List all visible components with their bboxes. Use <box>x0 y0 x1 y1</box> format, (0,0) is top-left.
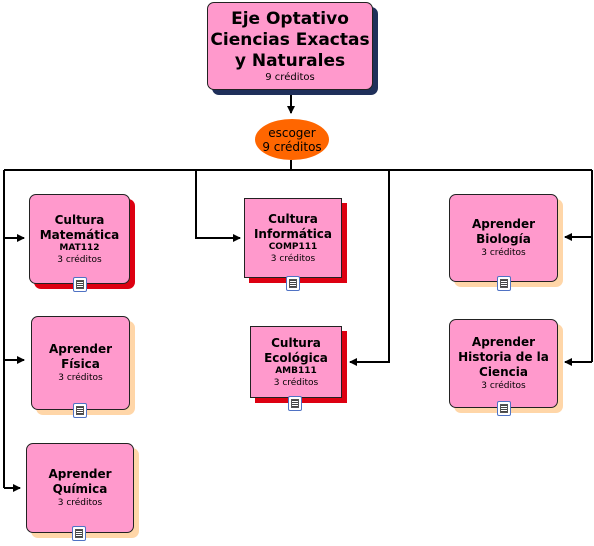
document-icon[interactable] <box>72 526 86 541</box>
document-icon[interactable] <box>288 396 302 411</box>
root-credits: 9 créditos <box>265 71 315 83</box>
course-aprender-quimica[interactable]: Aprender Química 3 créditos <box>26 443 134 533</box>
document-icon[interactable] <box>497 401 511 416</box>
course-credits: 3 créditos <box>481 248 526 258</box>
document-icon[interactable] <box>286 276 300 291</box>
course-credits: 3 créditos <box>481 381 526 391</box>
course-code: AMB111 <box>275 365 317 376</box>
course-cultura-ecologica[interactable]: Cultura Ecológica AMB111 3 créditos <box>250 326 342 398</box>
choice-node[interactable]: escoger 9 créditos <box>255 119 329 160</box>
course-title: Aprender Historia de la Ciencia <box>458 335 549 379</box>
course-title: Cultura Ecológica <box>264 335 328 365</box>
course-code: MAT112 <box>59 242 100 253</box>
course-credits: 3 créditos <box>270 253 316 264</box>
course-cultura-informatica[interactable]: Cultura Informática COMP111 3 créditos <box>244 198 342 278</box>
course-title: Aprender Química <box>48 467 112 496</box>
course-title: Aprender Biología <box>471 217 536 246</box>
course-aprender-historia-ciencia[interactable]: Aprender Historia de la Ciencia 3 crédit… <box>449 319 558 408</box>
course-aprender-fisica[interactable]: Aprender Física 3 créditos <box>31 316 130 410</box>
course-cultura-matematica[interactable]: Cultura Matemática MAT112 3 créditos <box>29 194 130 284</box>
course-credits: 3 créditos <box>57 498 103 508</box>
course-title: Aprender Física <box>48 342 113 371</box>
choice-credits: 9 créditos <box>262 139 322 154</box>
course-title: Cultura Informática <box>253 211 333 241</box>
course-credits: 3 créditos <box>273 377 319 388</box>
course-credits: 3 créditos <box>58 373 103 383</box>
choice-label: escoger <box>268 125 316 140</box>
document-icon[interactable] <box>73 277 87 292</box>
course-code: COMP111 <box>268 241 318 252</box>
document-icon[interactable] <box>497 276 511 291</box>
course-credits: 3 créditos <box>57 254 102 265</box>
course-title: Cultura Matemática <box>39 212 120 242</box>
course-aprender-biologia[interactable]: Aprender Biología 3 créditos <box>449 194 558 282</box>
root-title: Eje Optativo Ciencias Exactas y Naturale… <box>210 8 370 71</box>
document-icon[interactable] <box>73 403 87 418</box>
root-node[interactable]: Eje Optativo Ciencias Exactas y Naturale… <box>207 2 373 90</box>
